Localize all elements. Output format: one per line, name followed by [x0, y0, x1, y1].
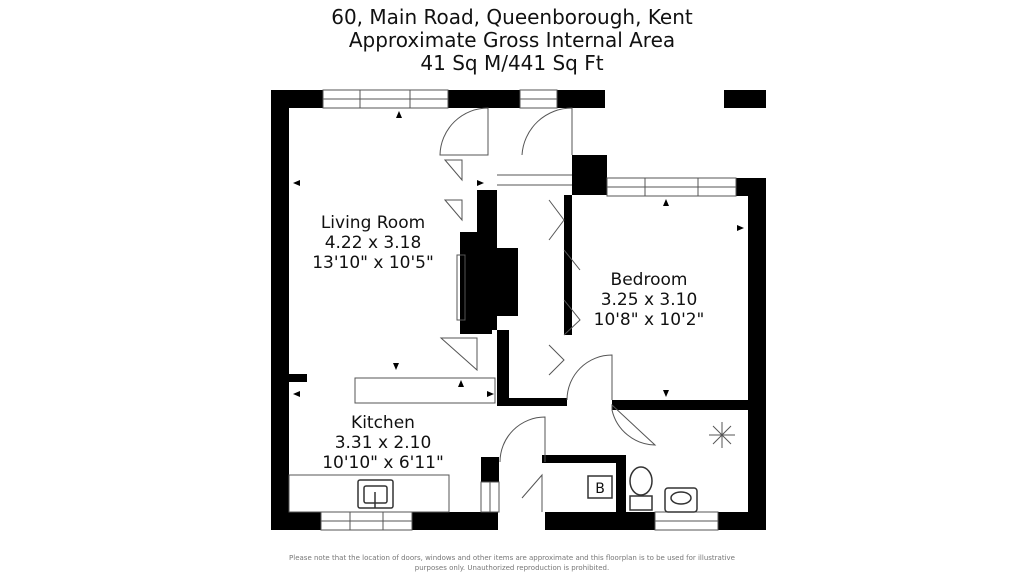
room-bedroom-imperial: 10'8" x 10'2"	[594, 310, 705, 330]
door-swings	[288, 107, 657, 513]
boiler-label: B	[595, 481, 605, 497]
room-living-imperial: 13'10" x 10'5"	[312, 253, 434, 273]
room-bedroom-name: Bedroom	[611, 270, 688, 290]
dimension-markers	[293, 111, 744, 397]
disclaimer-line-1: Please note that the location of doors, …	[289, 554, 735, 562]
room-kitchen-metric: 3.31 x 2.10	[335, 433, 432, 453]
disclaimer-line-2: purposes only. Unauthorized reproduction…	[414, 564, 610, 572]
toilet-icon	[629, 466, 653, 511]
area-title: Approximate Gross Internal Area	[348, 28, 676, 52]
room-living-name: Living Room	[321, 213, 425, 233]
wash-basin-icon	[664, 487, 698, 513]
room-bedroom: Bedroom 3.25 x 3.10 10'8" x 10'2"	[594, 270, 705, 330]
boiler-icon: B	[587, 475, 613, 499]
room-bedroom-metric: 3.25 x 3.10	[601, 290, 698, 310]
room-kitchen-imperial: 10'10" x 6'11"	[322, 453, 444, 473]
ceiling-light-icon	[709, 422, 735, 448]
room-living: Living Room 4.22 x 3.18 13'10" x 10'5"	[312, 213, 434, 273]
room-living-metric: 4.22 x 3.18	[325, 233, 422, 253]
room-kitchen-name: Kitchen	[351, 413, 415, 433]
windows	[320, 89, 737, 531]
walls	[271, 90, 766, 530]
floorplan-address: 60, Main Road, Queenborough, Kent	[331, 5, 693, 29]
area-value: 41 Sq M/441 Sq Ft	[420, 51, 604, 75]
room-kitchen: Kitchen 3.31 x 2.10 10'10" x 6'11"	[322, 413, 444, 473]
kitchen-sink-icon	[357, 479, 394, 509]
